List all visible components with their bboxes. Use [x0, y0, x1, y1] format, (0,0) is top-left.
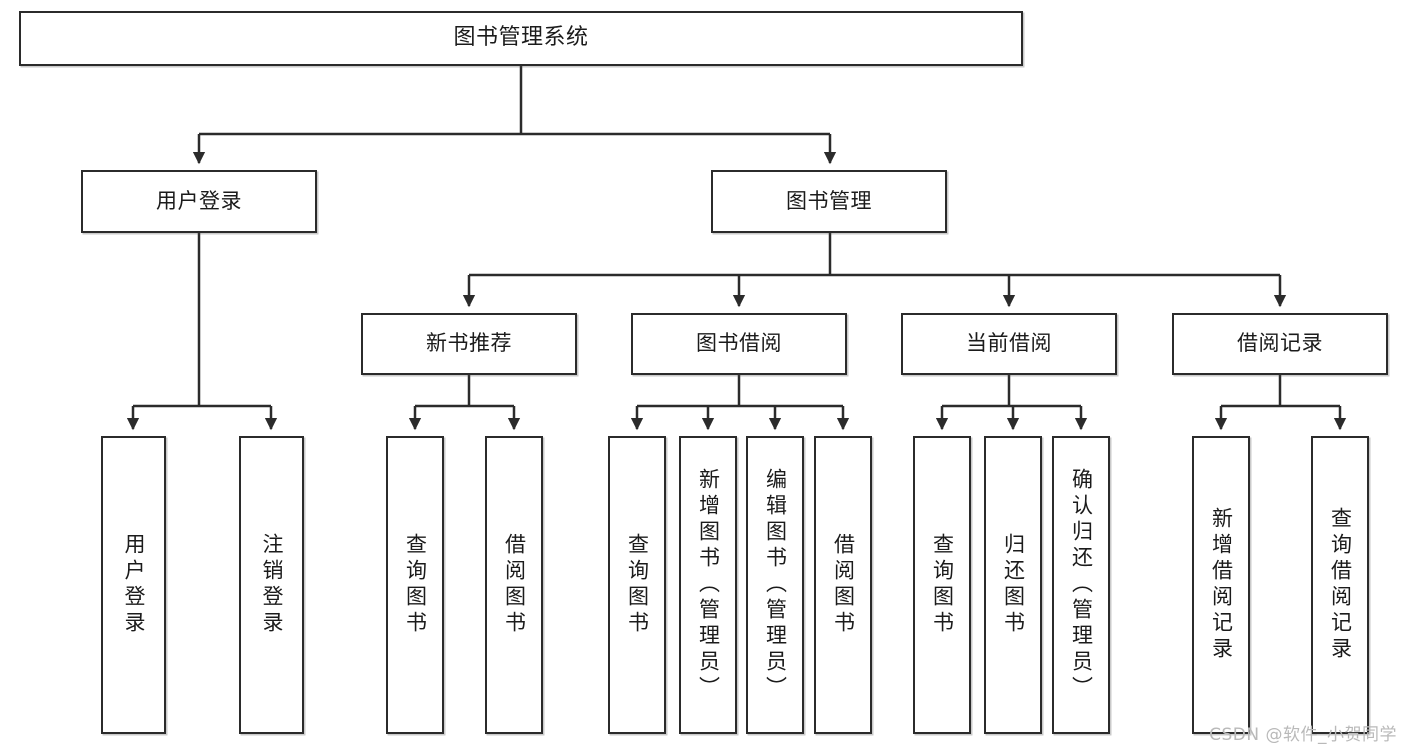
leaf-borrow-book[interactable]: 借阅图书 [814, 436, 872, 734]
leaf-add-book-admin-label: 新增图书（管理员） [696, 468, 721, 702]
leaf-borrow-book-recommend[interactable]: 借阅图书 [485, 436, 543, 734]
leaf-return-book[interactable]: 归还图书 [984, 436, 1042, 734]
node-book-borrow-label: 图书借阅 [696, 331, 782, 356]
leaf-borrow-book-label: 借阅图书 [831, 533, 856, 637]
node-new-book-recommend[interactable]: 新书推荐 [361, 313, 577, 375]
leaf-logout[interactable]: 注销登录 [239, 436, 304, 734]
leaf-return-book-label: 归还图书 [1001, 533, 1026, 637]
node-current-borrow[interactable]: 当前借阅 [901, 313, 1117, 375]
leaf-query-book-recommend[interactable]: 查询图书 [386, 436, 444, 734]
leaf-query-book-current-label: 查询图书 [930, 533, 955, 637]
leaf-user-login[interactable]: 用户登录 [101, 436, 166, 734]
leaf-query-book-borrow[interactable]: 查询图书 [608, 436, 666, 734]
node-root[interactable]: 图书管理系统 [19, 11, 1023, 66]
node-user-login-label: 用户登录 [156, 188, 242, 213]
node-current-borrow-label: 当前借阅 [966, 331, 1052, 356]
leaf-add-borrow-record[interactable]: 新增借阅记录 [1192, 436, 1250, 734]
leaf-query-book-recommend-label: 查询图书 [403, 533, 428, 637]
node-user-login[interactable]: 用户登录 [81, 170, 317, 233]
node-root-label: 图书管理系统 [453, 25, 589, 51]
node-book-management[interactable]: 图书管理 [711, 170, 947, 233]
watermark: CSDN @软件_小贺同学 [1209, 725, 1397, 745]
node-new-book-recommend-label: 新书推荐 [426, 331, 512, 356]
leaf-logout-label: 注销登录 [260, 533, 284, 637]
node-borrow-record-label: 借阅记录 [1237, 331, 1323, 356]
leaf-query-borrow-record[interactable]: 查询借阅记录 [1311, 436, 1369, 734]
leaf-add-borrow-record-label: 新增借阅记录 [1209, 507, 1234, 663]
leaf-edit-book-admin-label: 编辑图书（管理员） [763, 468, 788, 702]
leaf-borrow-book-recommend-label: 借阅图书 [502, 533, 527, 637]
leaf-query-borrow-record-label: 查询借阅记录 [1328, 507, 1353, 663]
leaf-confirm-return-admin[interactable]: 确认归还（管理员） [1052, 436, 1110, 734]
leaf-query-book-borrow-label: 查询图书 [625, 533, 650, 637]
node-borrow-record[interactable]: 借阅记录 [1172, 313, 1388, 375]
leaf-edit-book-admin[interactable]: 编辑图书（管理员） [746, 436, 804, 734]
leaf-query-book-current[interactable]: 查询图书 [913, 436, 971, 734]
node-book-borrow[interactable]: 图书借阅 [631, 313, 847, 375]
leaf-confirm-return-admin-label: 确认归还（管理员） [1069, 468, 1094, 702]
leaf-user-login-label: 用户登录 [122, 533, 146, 637]
node-book-management-label: 图书管理 [786, 188, 872, 213]
leaf-add-book-admin[interactable]: 新增图书（管理员） [679, 436, 737, 734]
